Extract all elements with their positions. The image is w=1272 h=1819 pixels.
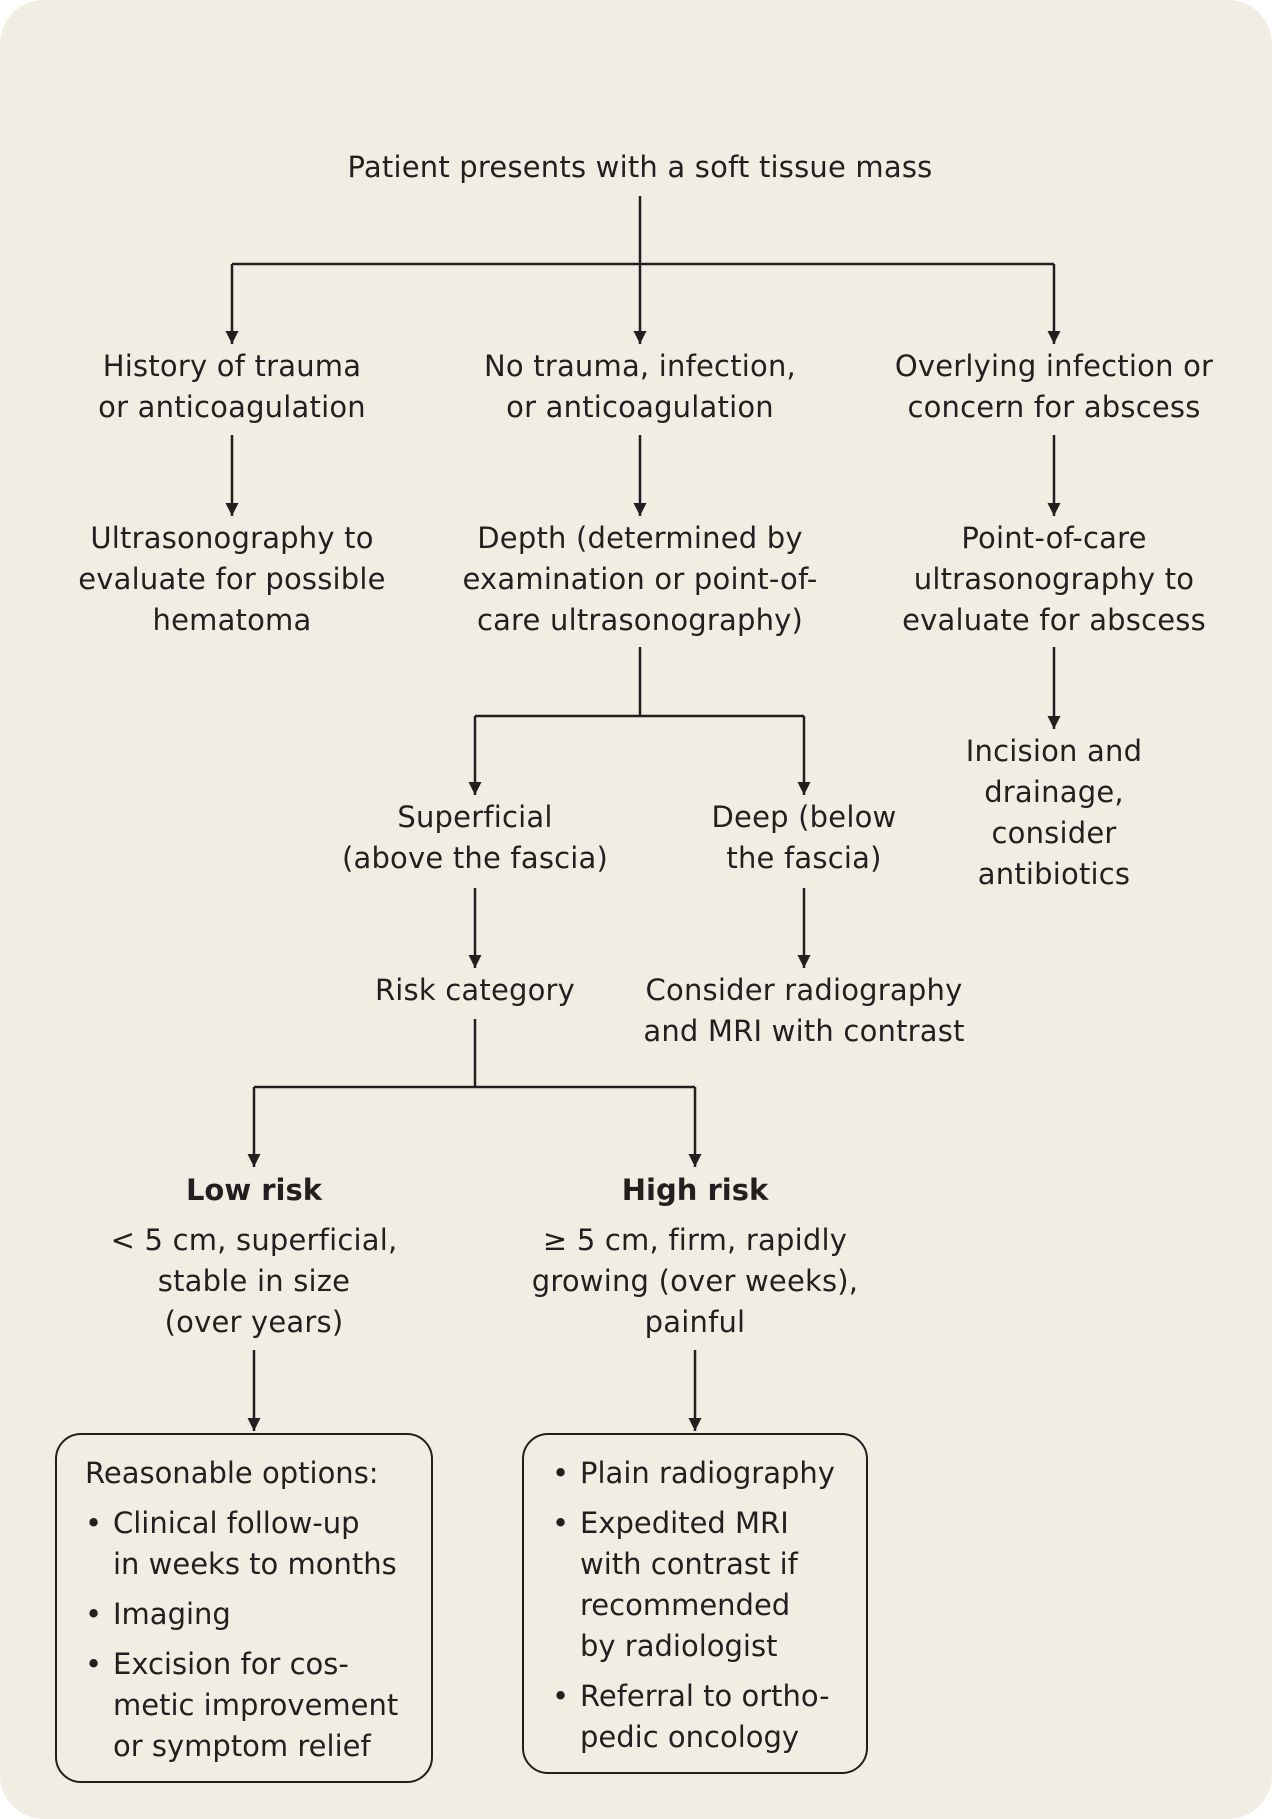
node-text: painful bbox=[644, 1305, 746, 1339]
item-text: Referral to ortho- bbox=[580, 1679, 830, 1713]
node-deep-action: Consider radiography and MRI with contra… bbox=[624, 970, 984, 1052]
item-text: Expedited MRI bbox=[580, 1506, 789, 1540]
node-trauma: History of trauma or anticoagulation bbox=[32, 346, 432, 428]
bullet-icon: • bbox=[85, 1597, 103, 1631]
node-text: (over years) bbox=[164, 1305, 344, 1339]
node-text: Risk category bbox=[374, 973, 576, 1007]
node-superficial: Superficial (above the fascia) bbox=[315, 797, 635, 879]
low-options-list: • Clinical follow-up in weeks to months … bbox=[57, 1503, 398, 1776]
node-text: antibiotics bbox=[977, 857, 1131, 891]
list-item: • Imaging bbox=[57, 1594, 398, 1635]
item-text: pedic oncology bbox=[580, 1720, 800, 1754]
node-text: consider bbox=[991, 816, 1117, 850]
node-text: stable in size bbox=[157, 1264, 351, 1298]
item-text: Clinical follow-up bbox=[113, 1506, 360, 1540]
bullet-icon: • bbox=[552, 1679, 570, 1713]
node-low-risk-criteria: < 5 cm, superficial, stable in size (ove… bbox=[74, 1220, 434, 1343]
high-risk-options-box: • Plain radiography • Expedited MRI with… bbox=[522, 1433, 868, 1774]
node-text: Superficial bbox=[397, 800, 553, 834]
node-text: < 5 cm, superficial, bbox=[110, 1223, 398, 1257]
list-item: • Excision for cos- metic improvement or… bbox=[57, 1644, 398, 1767]
node-text: drainage, bbox=[984, 775, 1124, 809]
high-options-list: • Plain radiography • Expedited MRI with… bbox=[524, 1453, 835, 1767]
bullet-icon: • bbox=[85, 1506, 103, 1540]
node-text: Depth (determined by bbox=[477, 521, 803, 555]
low-risk-options-box: Reasonable options: • Clinical follow-up… bbox=[55, 1433, 433, 1783]
item-text: or symptom relief bbox=[113, 1729, 371, 1763]
item-text: Imaging bbox=[113, 1597, 231, 1631]
node-text: examination or point-of- bbox=[462, 562, 818, 596]
node-hematoma-eval: Ultrasonography to evaluate for possible… bbox=[32, 518, 432, 641]
list-item: • Clinical follow-up in weeks to months bbox=[57, 1503, 398, 1585]
node-incision: Incision and drainage, consider antibiot… bbox=[904, 731, 1204, 895]
item-text: recommended bbox=[580, 1588, 791, 1622]
node-root: Patient presents with a soft tissue mass bbox=[240, 147, 1040, 188]
node-text: and MRI with contrast bbox=[643, 1014, 965, 1048]
item-text: Excision for cos- bbox=[113, 1647, 349, 1681]
node-text: Ultrasonography to bbox=[90, 521, 374, 555]
list-item: • Plain radiography bbox=[524, 1453, 835, 1494]
node-text: Point-of-care bbox=[961, 521, 1147, 555]
node-deep: Deep (below the fascia) bbox=[644, 797, 964, 879]
node-abscess-eval: Point-of-care ultrasonography to evaluat… bbox=[854, 518, 1254, 641]
list-item: • Expedited MRI with contrast if recomme… bbox=[524, 1503, 835, 1667]
node-text: Incision and bbox=[965, 734, 1143, 768]
node-text: (above the fascia) bbox=[341, 841, 609, 875]
low-options-intro: Reasonable options: bbox=[85, 1456, 379, 1490]
node-text: concern for abscess bbox=[907, 390, 1201, 424]
low-risk-title: Low risk bbox=[185, 1173, 323, 1207]
item-text: by radiologist bbox=[580, 1629, 778, 1663]
item-text: in weeks to months bbox=[113, 1547, 397, 1581]
node-text: Consider radiography bbox=[645, 973, 963, 1007]
node-text: growing (over weeks), bbox=[531, 1264, 859, 1298]
node-text: care ultrasonography) bbox=[476, 603, 804, 637]
list-item: • Referral to ortho- pedic oncology bbox=[524, 1676, 835, 1758]
node-text: Deep (below bbox=[711, 800, 897, 834]
node-text: Patient presents with a soft tissue mass bbox=[347, 150, 933, 184]
bullet-icon: • bbox=[552, 1506, 570, 1540]
node-text: ultrasonography to bbox=[913, 562, 1195, 596]
node-text: Overlying infection or bbox=[894, 349, 1214, 383]
node-risk-category: Risk category bbox=[315, 970, 635, 1011]
bullet-icon: • bbox=[85, 1647, 103, 1681]
node-high-risk-criteria: ≥ 5 cm, firm, rapidly growing (over week… bbox=[505, 1220, 885, 1343]
node-text: hematoma bbox=[152, 603, 312, 637]
bullet-icon: • bbox=[552, 1456, 570, 1490]
item-text: Plain radiography bbox=[580, 1456, 835, 1490]
item-text: with contrast if bbox=[580, 1547, 798, 1581]
high-risk-title: High risk bbox=[621, 1173, 769, 1207]
node-infection: Overlying infection or concern for absce… bbox=[854, 346, 1254, 428]
node-text: No trauma, infection, bbox=[484, 349, 796, 383]
node-no-trauma: No trauma, infection, or anticoagulation bbox=[440, 346, 840, 428]
node-text: or anticoagulation bbox=[506, 390, 774, 424]
node-text: evaluate for possible bbox=[78, 562, 386, 596]
node-text: evaluate for abscess bbox=[902, 603, 1206, 637]
node-text: History of trauma bbox=[102, 349, 362, 383]
item-text: metic improvement bbox=[113, 1688, 399, 1722]
node-depth: Depth (determined by examination or poin… bbox=[440, 518, 840, 641]
node-text: or anticoagulation bbox=[98, 390, 366, 424]
node-text: ≥ 5 cm, firm, rapidly bbox=[542, 1223, 848, 1257]
node-text: the fascia) bbox=[726, 841, 882, 875]
